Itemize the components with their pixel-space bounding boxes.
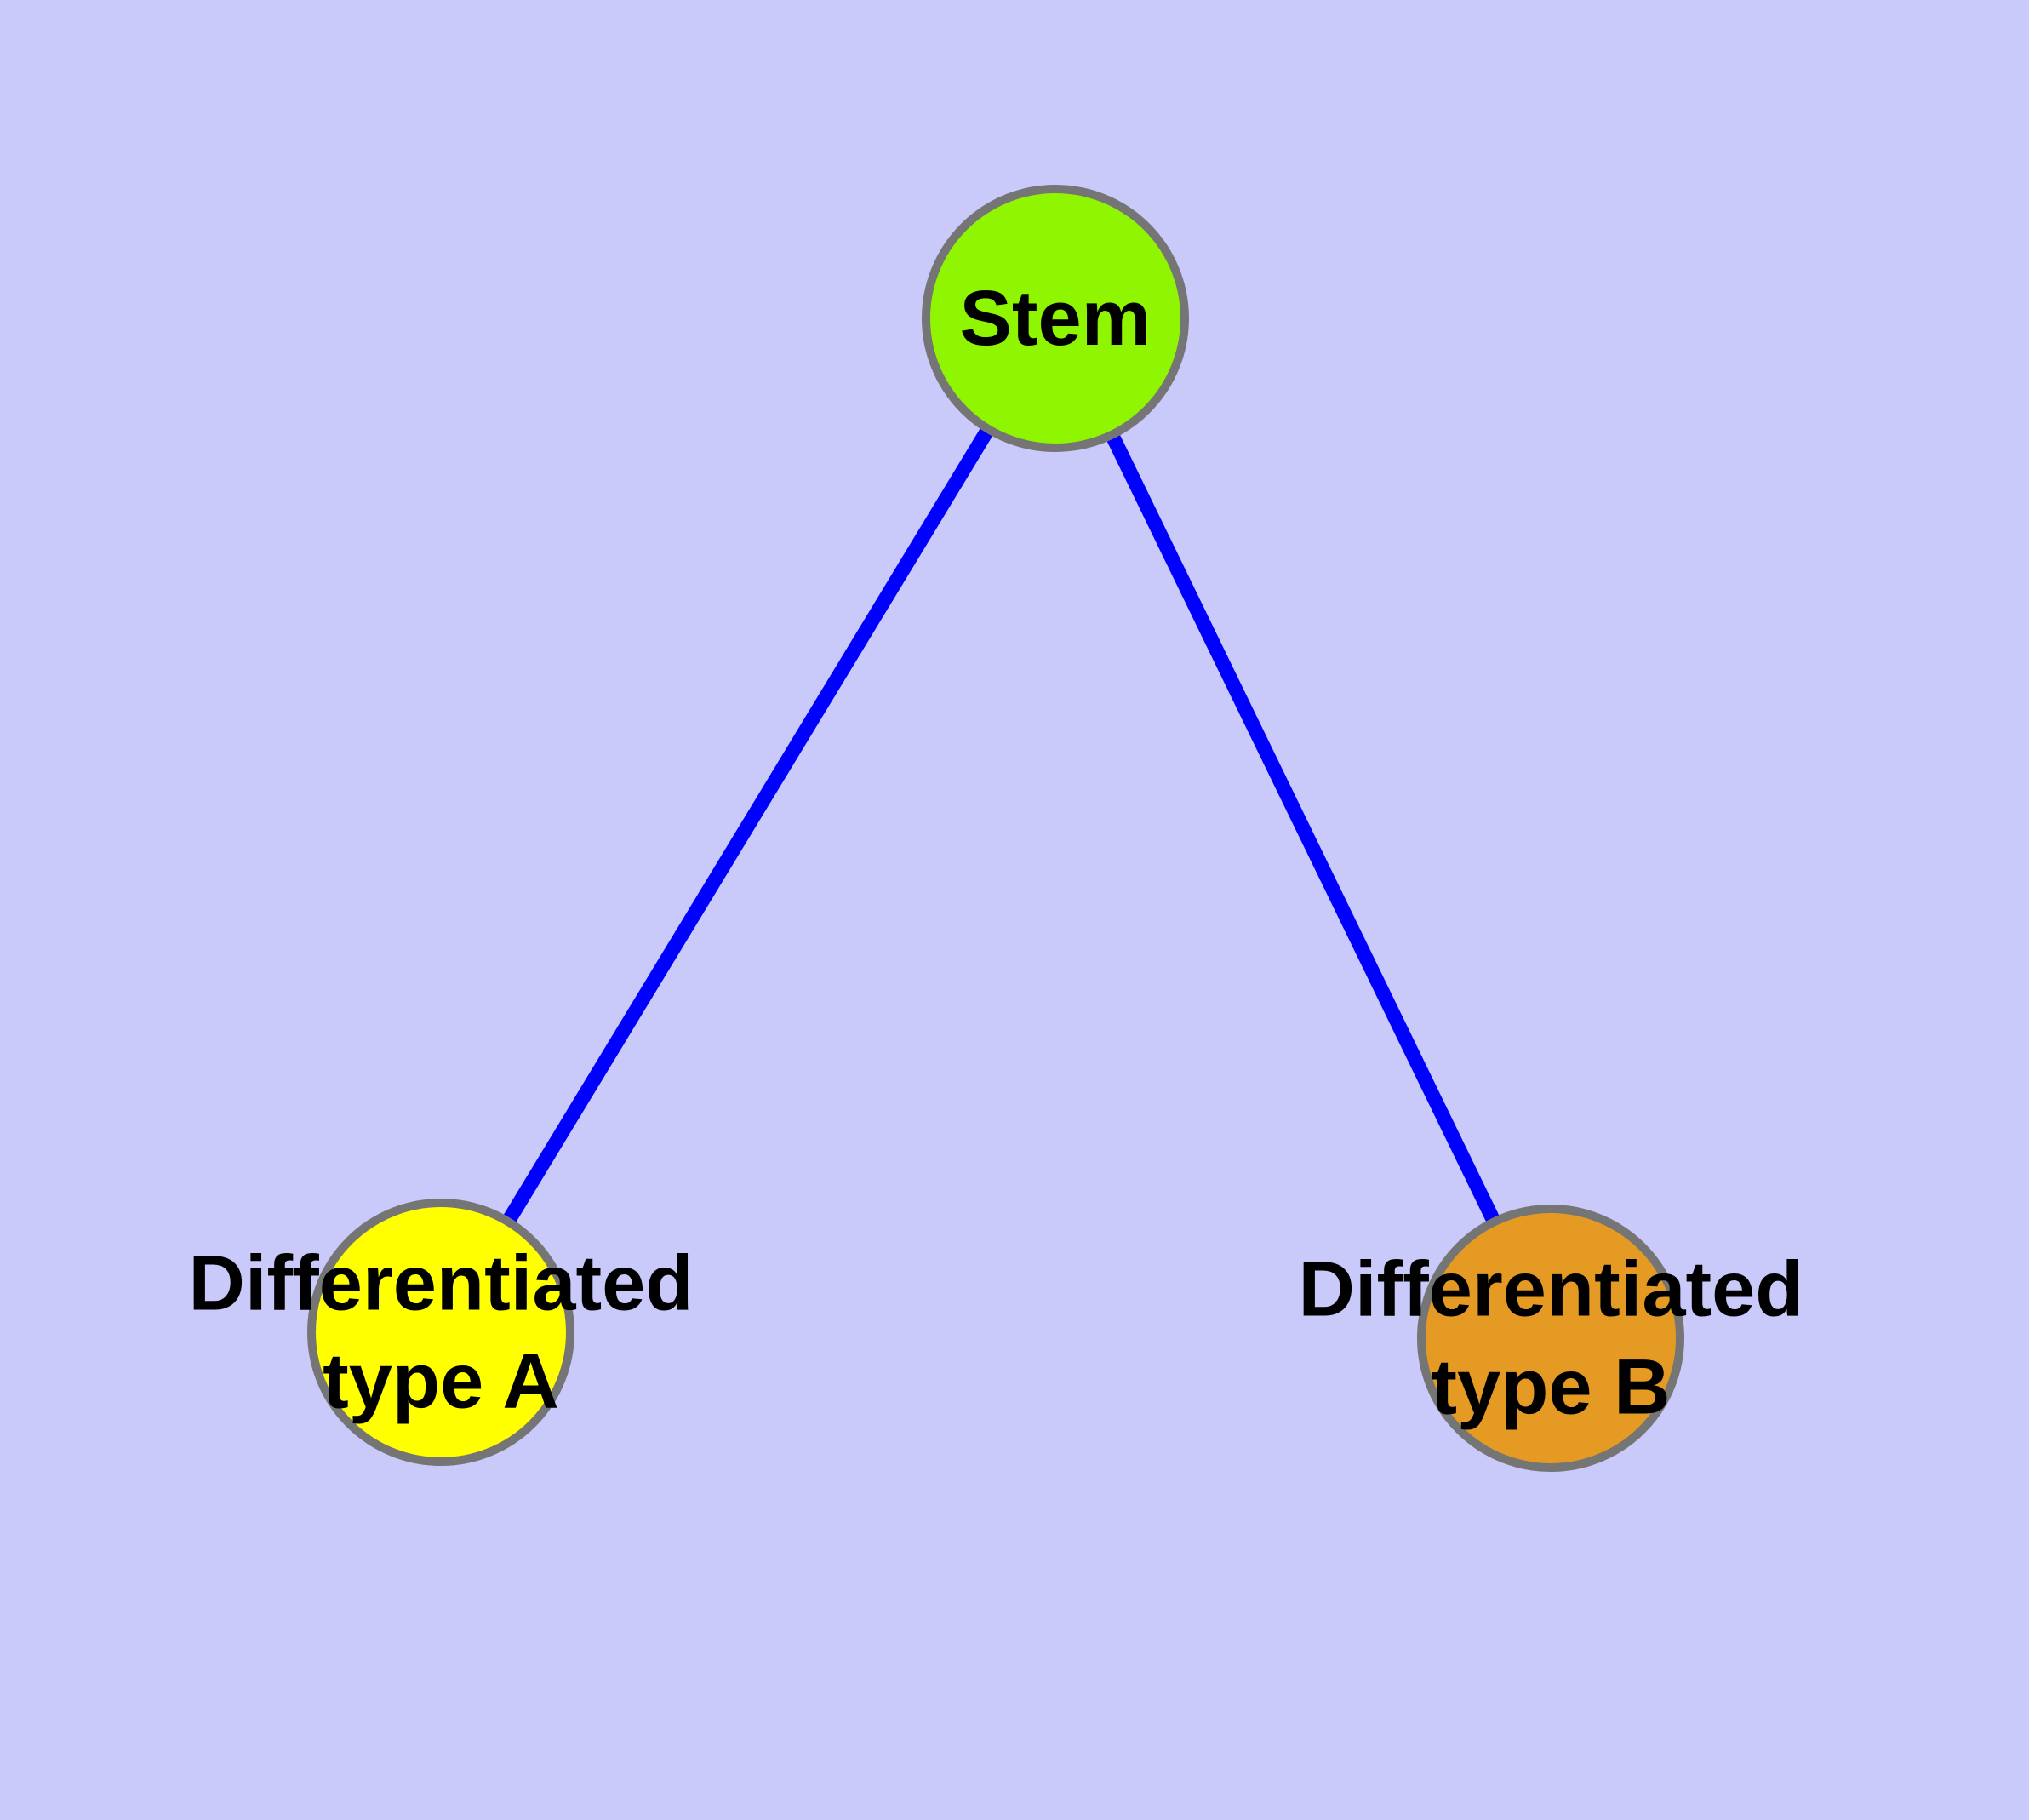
edge-stem-type-a xyxy=(434,314,1062,1336)
node-stem-label-line-0: Stem xyxy=(960,275,1152,362)
node-type-a-label-line-0: Differentiated xyxy=(189,1240,694,1327)
node-type-b-label-line-1: type B xyxy=(1431,1344,1670,1431)
node-type-a-label: Differentiated type A xyxy=(189,1240,694,1425)
node-stem-label: Stem xyxy=(960,275,1152,362)
node-type-a-label-line-1: type A xyxy=(323,1338,559,1425)
node-type-a-circle xyxy=(307,1199,574,1466)
edge-stem-type-b xyxy=(1049,315,1557,1342)
node-type-b-label-line-0: Differentiated xyxy=(1299,1246,1803,1333)
node-type-b-label: Differentiated type B xyxy=(1299,1246,1803,1431)
node-stem-circle xyxy=(922,185,1189,452)
node-type-b-circle xyxy=(1417,1205,1684,1472)
